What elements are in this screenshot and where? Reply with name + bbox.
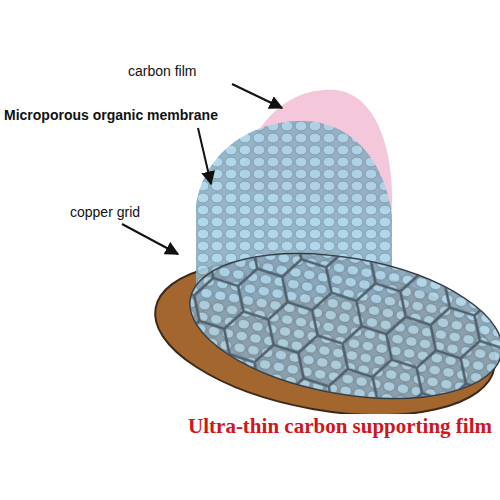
label-holder: carbon film	[126, 62, 198, 80]
part-label: carbon film	[126, 63, 198, 79]
part-label: Microporous organic membrane	[2, 107, 220, 123]
label-holder: Microporous organic membrane	[2, 106, 220, 124]
label-holder: copper grid	[68, 203, 142, 221]
mesh-tint	[179, 232, 500, 421]
membrane-mesh	[179, 232, 500, 421]
caption: Ultra-thin carbon supporting film	[186, 414, 494, 438]
part-label: copper grid	[68, 204, 142, 220]
leader-arrow	[232, 84, 282, 108]
leader-arrow	[122, 224, 178, 254]
caption-holder: Ultra-thin carbon supporting film	[186, 414, 494, 439]
leader-arrow	[198, 128, 211, 184]
grid-hexagons	[179, 232, 500, 421]
